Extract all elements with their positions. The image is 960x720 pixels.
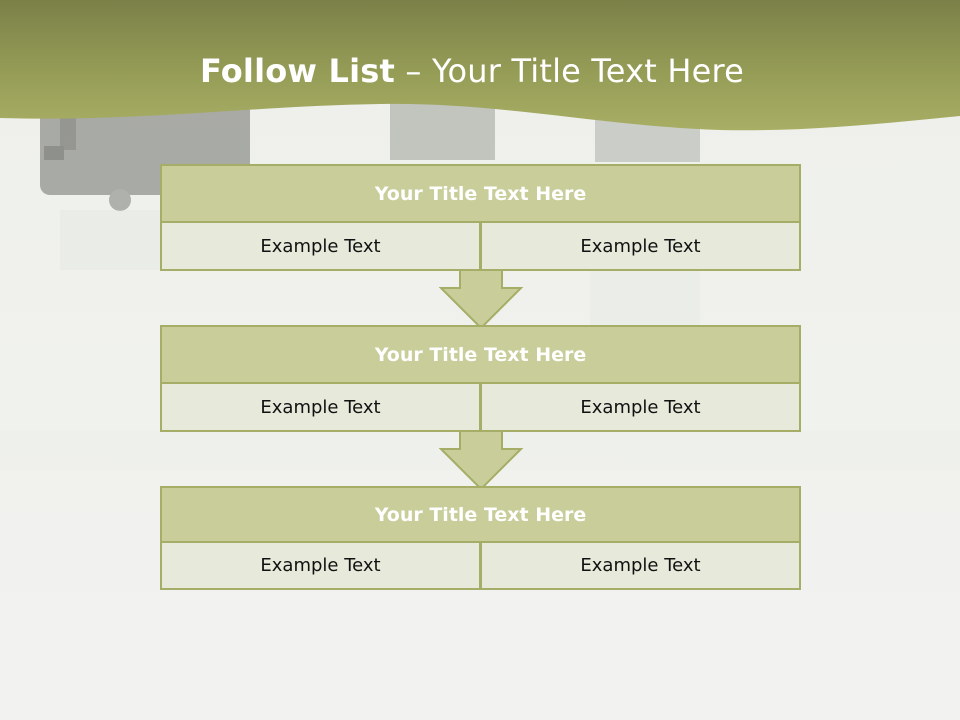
slide-title: Follow List – Your Title Text Here <box>0 52 944 90</box>
block-title: Your Title Text Here <box>160 486 801 543</box>
block-title: Your Title Text Here <box>160 164 801 223</box>
block-cell-right: Example Text <box>480 541 801 590</box>
down-arrow-icon <box>438 270 524 330</box>
block-cell-left: Example Text <box>160 382 481 432</box>
block-cell-right: Example Text <box>480 382 801 432</box>
block-cell-left: Example Text <box>160 221 481 271</box>
block-cell-left: Example Text <box>160 541 481 590</box>
title-rest: Your Title Text Here <box>432 52 745 90</box>
title-separator: – <box>405 52 422 90</box>
header-band <box>0 0 960 131</box>
down-arrow-icon <box>438 431 524 491</box>
block-title: Your Title Text Here <box>160 325 801 384</box>
block-cell-right: Example Text <box>480 221 801 271</box>
title-bold: Follow List <box>199 52 396 90</box>
